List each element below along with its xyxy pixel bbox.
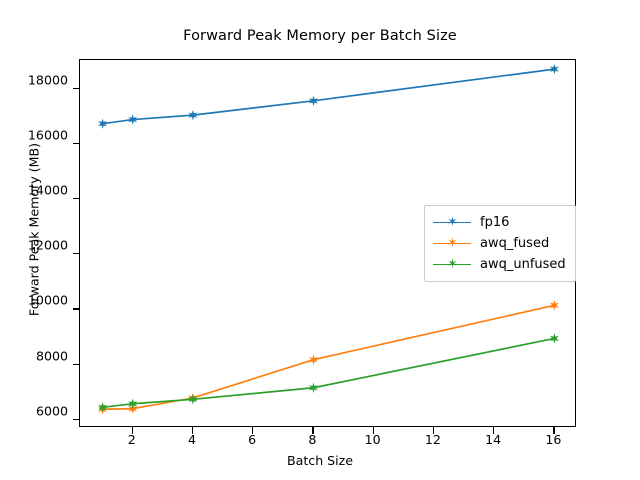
legend-label-awq-fused: awq_fused: [480, 236, 550, 251]
data-point-marker: [188, 394, 198, 405]
y-axis-label: Forward Peak Memory (MB): [26, 142, 42, 317]
x-tick-label: 12: [424, 432, 441, 447]
x-tick-label: 6: [248, 432, 257, 447]
star-icon: ✶: [447, 214, 458, 230]
data-point-marker: [308, 382, 318, 393]
data-point-marker: [188, 109, 198, 121]
legend-swatch-fp16: ✶: [433, 216, 471, 230]
x-tick-label: 2: [127, 432, 136, 447]
series-line-fp16: [102, 68, 555, 125]
star-icon: ✶: [447, 235, 458, 251]
data-point-marker: [549, 333, 559, 344]
legend: ✶ fp16 ✶ awq_fused ✶ awq_unfused: [424, 205, 576, 282]
data-point-marker: [98, 118, 108, 129]
x-tick-label: 14: [485, 432, 502, 447]
data-point-marker: [549, 63, 559, 75]
series-line-awq_unfused: [102, 337, 555, 409]
x-tick-label: 10: [364, 432, 381, 447]
star-icon: ✶: [447, 256, 458, 272]
chart-title: Forward Peak Memory per Batch Size: [183, 28, 457, 44]
plot-lines: [98, 63, 559, 415]
data-point-marker: [549, 300, 559, 311]
x-tick-label: 4: [187, 432, 196, 447]
legend-item-awq-fused[interactable]: ✶ awq_fused: [433, 233, 566, 254]
legend-swatch-awq-unfused: ✶: [433, 258, 471, 272]
legend-label-awq-unfused: awq_unfused: [480, 257, 566, 272]
data-point-marker: [308, 354, 318, 365]
data-point-marker: [98, 402, 108, 413]
x-axis-label: Batch Size: [286, 453, 354, 468]
y-tick-label: 18000: [27, 72, 68, 88]
data-point-marker: [308, 95, 318, 106]
legend-swatch-awq-fused: ✶: [433, 237, 471, 251]
y-tick-label: 6000: [35, 403, 68, 419]
legend-label-fp16: fp16: [480, 215, 510, 230]
legend-item-awq-unfused[interactable]: ✶ awq_unfused: [433, 254, 566, 275]
x-tick-label: 8: [308, 432, 317, 447]
series-line-awq_fused: [102, 304, 555, 411]
x-tick-label: 16: [545, 432, 562, 447]
data-point-marker: [128, 114, 138, 125]
legend-item-fp16[interactable]: ✶ fp16: [433, 212, 566, 233]
data-point-marker: [128, 398, 138, 409]
